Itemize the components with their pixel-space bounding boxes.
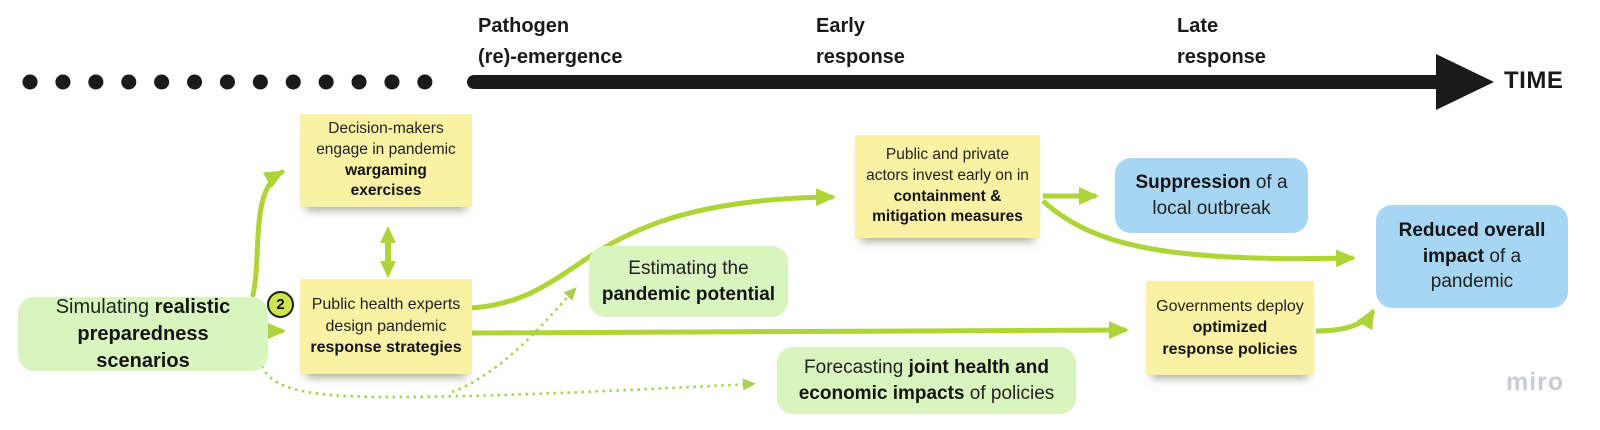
wargaming-text-bold: wargaming exercises — [345, 161, 427, 200]
connector-governments-to-reduced — [1315, 308, 1376, 334]
connector-containment-to-reduced — [1041, 199, 1356, 268]
shape-estimating-potential[interactable]: Estimating the pandemic potential — [589, 246, 788, 317]
phase-pathogen-line1: Pathogen — [478, 15, 570, 37]
simulating-text-pre: Simulating — [55, 295, 155, 318]
shape-simulating-scenarios[interactable]: Simulating realistic preparedness scenar… — [18, 296, 268, 372]
sticky-response-strategies[interactable]: Public health experts design pandemic re… — [300, 279, 472, 374]
simulating-text-bold: realistic preparedness scenarios — [77, 295, 231, 372]
shape-forecasting-impacts[interactable]: Forecasting joint health and economic im… — [777, 347, 1076, 414]
shape-reduced-impact[interactable]: Reduced overall impact of a pandemic — [1376, 205, 1568, 308]
suppression-text-post: of a local outbreak — [1152, 171, 1288, 219]
shape-reduced-text: Reduced overall impact of a pandemic — [1386, 218, 1558, 295]
connector-simulating-to-forecasting-dotted — [260, 365, 756, 399]
shape-suppression-text: Suppression of a local outbreak — [1125, 170, 1298, 221]
containment-text-pre: Public and private actors invest early o… — [866, 145, 1029, 184]
time-axis-label: TIME — [1504, 67, 1564, 94]
timeline-arrowhead-icon — [1436, 54, 1494, 110]
governments-text-pre: Governments deploy — [1156, 297, 1304, 315]
suppression-text-bold: Suppression — [1135, 171, 1251, 193]
estimating-text-pre: Estimating the — [628, 257, 749, 279]
wargaming-text-pre: Decision-makers engage in pandemic — [316, 119, 456, 158]
sticky-wargaming-exercises[interactable]: Decision-makers engage in pandemic warga… — [300, 114, 472, 207]
phase-late-line2: response — [1177, 46, 1266, 68]
estimating-text-bold: pandemic potential — [601, 283, 776, 305]
phase-label-late-response: Late response — [1177, 11, 1266, 73]
containment-text-bold: containment & mitigation measures — [872, 187, 1023, 226]
sticky-wargaming-text: Decision-makers engage in pandemic warga… — [310, 119, 462, 203]
sticky-containment-measures[interactable]: Public and private actors invest early o… — [855, 135, 1040, 238]
badge-count[interactable]: 2 — [267, 291, 294, 318]
shape-estimating-text: Estimating the pandemic potential — [599, 256, 778, 307]
shape-simulating-text: Simulating realistic preparedness scenar… — [28, 294, 258, 375]
connector-simulating-to-estimating-dotted — [451, 287, 577, 394]
phase-label-early-response: Early response — [816, 11, 905, 73]
sticky-governments-policies[interactable]: Governments deploy optimized response po… — [1146, 281, 1314, 375]
connector-strategies-to-governments — [471, 321, 1129, 340]
phase-early-line1: Early — [816, 15, 865, 37]
sticky-governments-text: Governments deploy optimized response po… — [1156, 296, 1304, 361]
forecasting-text-bold: joint health and economic impacts — [798, 356, 1049, 404]
connector-wargaming-strategies-down-arrowhead — [380, 261, 396, 278]
strategies-text-pre: Public health experts design pandemic — [311, 296, 461, 335]
phase-label-pathogen: Pathogen (re)-emergence — [478, 11, 623, 73]
forecasting-text-pre: Forecasting — [804, 356, 909, 378]
phase-early-line2: response — [816, 46, 905, 68]
connector-wargaming-strategies-up-arrowhead — [380, 226, 396, 243]
reduced-text-post: of a pandemic — [1430, 245, 1522, 293]
forecasting-text-post: of policies — [964, 382, 1055, 404]
phase-pathogen-line2: (re)-emergence — [478, 46, 623, 68]
sticky-containment-text: Public and private actors invest early o… — [865, 145, 1030, 229]
phase-late-line1: Late — [1177, 15, 1219, 37]
sticky-strategies-text: Public health experts design pandemic re… — [310, 294, 462, 359]
reduced-text-bold: Reduced overall impact — [1398, 220, 1546, 267]
strategies-text-bold: response strategies — [310, 339, 462, 357]
governments-text-bold: optimized response policies — [1162, 319, 1298, 358]
connector-simulating-to-wargaming — [250, 169, 285, 298]
shape-suppression-outbreak[interactable]: Suppression of a local outbreak — [1115, 158, 1308, 233]
miro-watermark: miro — [1506, 368, 1565, 396]
shape-forecasting-text: Forecasting joint health and economic im… — [787, 355, 1066, 406]
